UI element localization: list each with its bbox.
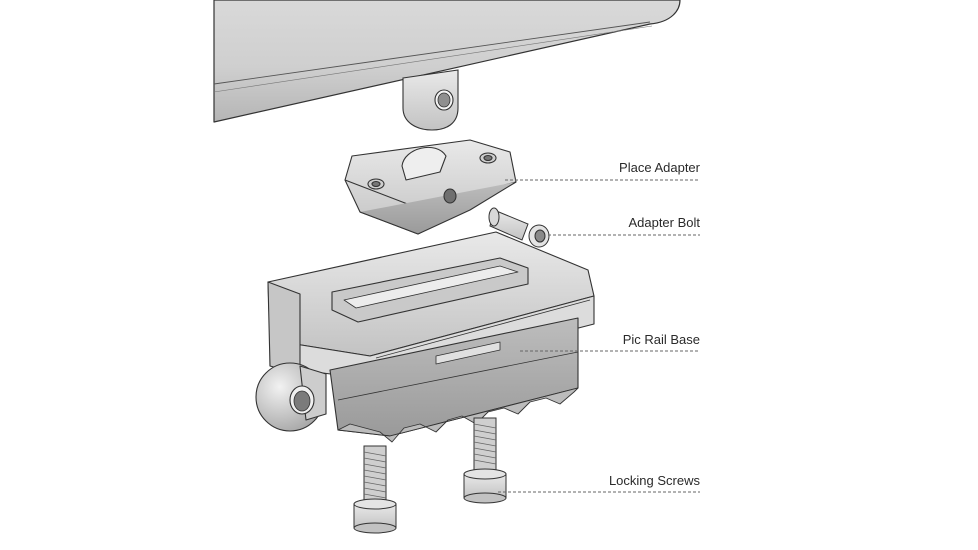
label-adapter-bolt: Adapter Bolt bbox=[628, 215, 700, 230]
bipod-body bbox=[213, 0, 681, 123]
label-place-adapter: Place Adapter bbox=[619, 160, 700, 175]
pivot-stud bbox=[402, 69, 459, 131]
adapter-bolt-part bbox=[488, 207, 550, 248]
locking-screw-right bbox=[463, 417, 507, 504]
label-locking-screws: Locking Screws bbox=[608, 473, 700, 488]
place-adapter-part bbox=[344, 139, 517, 235]
label-pic-rail-base: Pic Rail Base bbox=[622, 332, 700, 347]
pic-rail-base-part bbox=[255, 231, 595, 443]
leader-lines bbox=[498, 179, 700, 493]
locking-screw-left bbox=[353, 445, 397, 534]
